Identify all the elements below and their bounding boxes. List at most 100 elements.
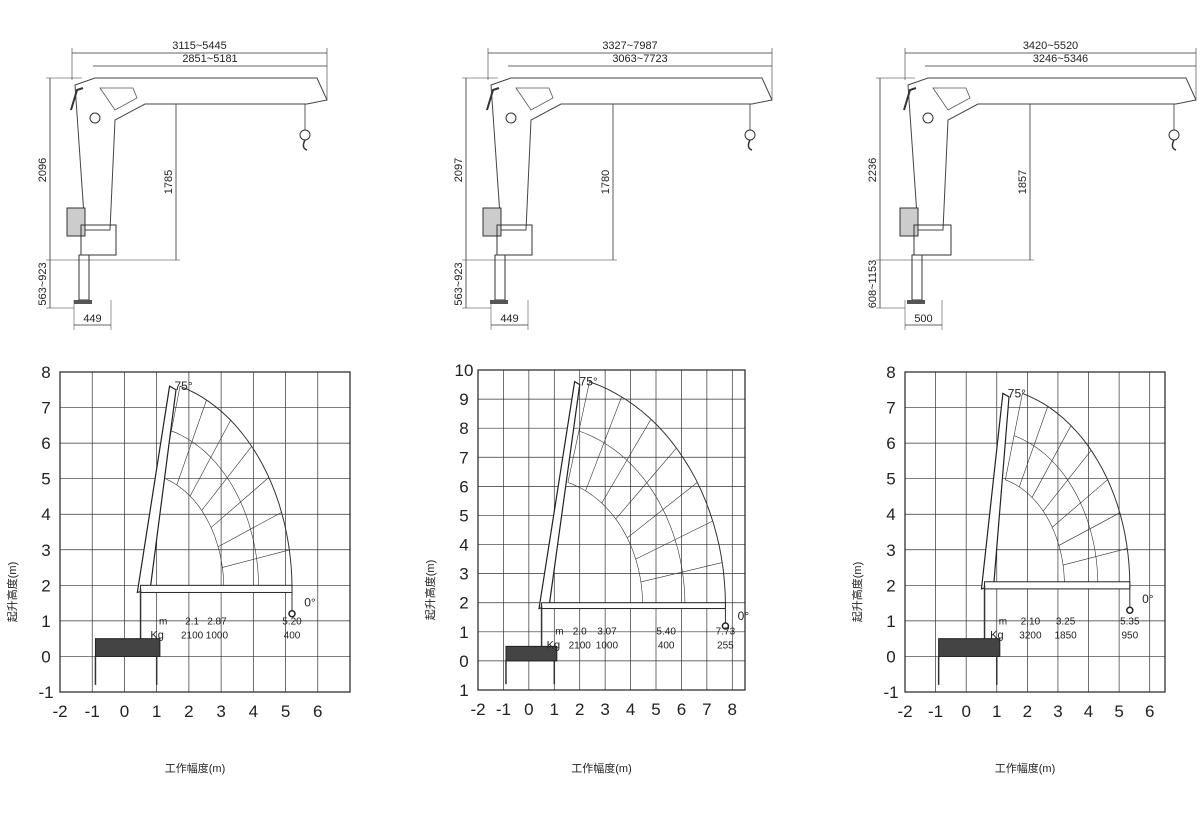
table-load-value: 1850: [1054, 630, 1077, 641]
x-tick-label: 2: [184, 702, 193, 721]
boom-horizontal-0: [140, 584, 293, 593]
y-tick-label: 3: [886, 541, 895, 560]
hydraulic-hose: [903, 87, 917, 111]
radial-line: [222, 549, 290, 568]
y-tick-label: 7: [41, 399, 50, 418]
x-tick-label: 2: [575, 700, 584, 719]
table-m-label: m: [999, 616, 1007, 627]
hook-block-icon: [299, 129, 311, 141]
x-tick-label: 6: [677, 700, 686, 719]
radial-line: [601, 419, 652, 504]
y-tick-label: 2: [886, 576, 895, 595]
outrigger-foot: [74, 300, 92, 304]
y-tick-label: 0: [41, 647, 50, 666]
table-radius-value: 2.87: [207, 616, 227, 627]
crane-base-block: [505, 645, 558, 662]
dimension-base-label: 449: [83, 313, 101, 325]
table-load-value: 1000: [596, 641, 619, 652]
y-tick-label: 9: [459, 390, 468, 409]
outrigger-leg: [78, 254, 90, 301]
boom-bracket: [515, 87, 554, 111]
radial-line: [585, 396, 622, 491]
x-tick-label: 7: [702, 700, 711, 719]
x-tick-label: 1: [152, 702, 161, 721]
table-load-value: 950: [1121, 630, 1138, 641]
dimension-base-label: 500: [914, 313, 932, 325]
table-load-value: 3200: [1019, 630, 1042, 641]
radial-line: [567, 381, 590, 483]
table-radius-value: 2.10: [1021, 616, 1041, 627]
crane-boom-and-column: [74, 77, 328, 231]
y-tick-label: 1: [886, 612, 895, 631]
hydraulic-hose: [70, 87, 84, 111]
radial-line: [1042, 450, 1092, 512]
dimension-boom-label: 2851~5181: [182, 53, 237, 65]
working-range-arc: [578, 430, 686, 606]
y-tick-label: 2: [41, 576, 50, 595]
boom-raised-75: [538, 380, 581, 610]
working-range-arc: [161, 477, 225, 589]
dimension-total-label: 3420~5520: [1023, 40, 1078, 52]
y-tick-label: 6: [886, 434, 895, 453]
hook-icon: [721, 622, 730, 630]
radial-line: [189, 420, 231, 497]
table-load-value: 2100: [569, 641, 592, 652]
y-axis-title: 起升高度(m): [5, 562, 19, 623]
radial-line: [1005, 393, 1023, 480]
x-tick-label: -1: [496, 700, 511, 719]
radial-line: [201, 446, 252, 511]
angle-max-label: 75°: [580, 375, 598, 389]
y-axis-title: 起升高度(m): [423, 560, 437, 621]
y-tick-label: -1: [883, 683, 898, 702]
y-tick-label: 4: [886, 505, 895, 524]
dimension-height-label: 2236: [867, 158, 879, 182]
dimension-total-label: 3115~5445: [172, 40, 227, 52]
x-tick-label: 0: [120, 702, 129, 721]
x-tick-label: 4: [626, 700, 635, 719]
y-tick-label: 2: [459, 594, 468, 613]
radial-line: [627, 482, 698, 539]
dimension-leg-label: 608~1153: [867, 260, 879, 308]
boom-bracket: [932, 87, 971, 111]
x-tick-label: -1: [85, 702, 100, 721]
hook-icon: [747, 139, 753, 151]
dimension-boom-label: 3063~7723: [612, 53, 667, 65]
x-axis-title: 工作幅度(m): [995, 761, 1056, 775]
outrigger-leg: [494, 254, 506, 301]
x-tick-label: 1: [992, 702, 1001, 721]
radial-line: [640, 562, 723, 583]
control-valve-block: [482, 207, 502, 237]
chart-frame: [904, 371, 1166, 693]
dimension-boom-label: 3246~5346: [1033, 53, 1088, 65]
angle-min-label: 0°: [738, 609, 750, 623]
working-range-arc: [179, 385, 293, 589]
table-radius-value: 3.07: [597, 627, 617, 638]
x-tick-label: 5: [1114, 702, 1123, 721]
radial-line: [217, 512, 282, 548]
working-range-arc: [1021, 392, 1131, 586]
y-tick-label: 8: [886, 363, 895, 382]
x-tick-label: -2: [470, 700, 485, 719]
hydraulic-hose: [486, 87, 500, 111]
radial-line: [1031, 425, 1072, 498]
table-load-value: 2100: [181, 630, 204, 641]
table-load-value: 400: [284, 630, 301, 641]
radial-line: [1019, 406, 1049, 488]
y-tick-label: 1: [459, 681, 468, 700]
hook-icon: [302, 139, 308, 151]
radial-line: [176, 399, 207, 486]
y-tick-label: 3: [459, 565, 468, 584]
dimension-leg-label: 563~923: [37, 262, 49, 305]
hook-icon: [1126, 606, 1134, 614]
table-load-value: 255: [717, 641, 734, 652]
x-tick-label: 3: [216, 702, 225, 721]
crane-base: [913, 224, 952, 256]
radial-line: [1062, 548, 1128, 566]
radial-line: [1058, 512, 1120, 546]
angle-min-label: 0°: [1142, 592, 1154, 606]
dimension-height-label: 2097: [453, 158, 465, 182]
